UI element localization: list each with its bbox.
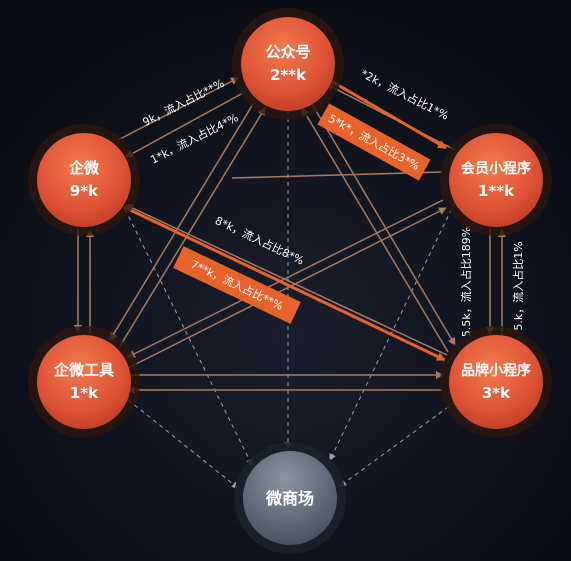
node-qw: 企微 9*k bbox=[28, 124, 140, 236]
dashed-links bbox=[117, 110, 456, 489]
highlight-links bbox=[123, 76, 447, 362]
edge-label-hy-pp: 5.5k，流入占比189% bbox=[459, 227, 473, 337]
node-value: 1**k bbox=[478, 182, 515, 200]
arrow-gzh-pp bbox=[311, 103, 456, 346]
node-circle bbox=[37, 335, 131, 429]
edge-label-pp-hy: 5.k，流入占比1% bbox=[511, 241, 525, 330]
node-qwgj: 企微工具 1*k bbox=[28, 326, 140, 438]
node-wsc: 微商场 bbox=[234, 442, 346, 554]
node-pp: 品牌小程序 3*k bbox=[440, 326, 552, 438]
arrow-pp-gzh bbox=[301, 107, 449, 353]
node-name: 会员小程序 bbox=[461, 160, 531, 177]
node-value: 2**k bbox=[270, 66, 307, 84]
node-name: 企微工具 bbox=[53, 361, 114, 379]
dashed-link-qwgj-wsc bbox=[121, 394, 239, 489]
arrow-qw-gzh bbox=[117, 77, 239, 141]
node-hy: 会员小程序 1**k bbox=[440, 124, 552, 236]
arrow-gzh-hy-highlight bbox=[325, 76, 447, 150]
arrow-gzh-qw bbox=[125, 92, 244, 158]
arrow-qwgj-gzh bbox=[119, 107, 266, 347]
node-name: 微商场 bbox=[265, 489, 314, 508]
node-value: 9*k bbox=[70, 182, 99, 200]
arrow-qw-pp-highlight bbox=[123, 205, 446, 362]
label-box-bg bbox=[317, 103, 431, 181]
node-circle bbox=[449, 335, 543, 429]
node-name: 公众号 bbox=[265, 43, 310, 61]
node-circle bbox=[241, 17, 335, 111]
node-gzh: 公众号 2**k bbox=[232, 8, 344, 120]
node-value: 3*k bbox=[482, 384, 511, 402]
arrow-gzh-qwgj bbox=[109, 103, 254, 341]
dashed-link-qw-wsc bbox=[117, 194, 253, 466]
node-circle bbox=[449, 133, 543, 227]
arrow-links bbox=[74, 77, 506, 394]
node-name: 品牌小程序 bbox=[461, 362, 531, 379]
label-box-bg bbox=[173, 246, 301, 324]
node-circle bbox=[243, 451, 337, 545]
node-value: 1*k bbox=[70, 384, 99, 402]
arrow-qwgj-hy bbox=[127, 207, 447, 369]
node-name: 企微 bbox=[68, 159, 100, 177]
arrow-hy-qwgj bbox=[127, 199, 444, 358]
arrow-pp-qw bbox=[125, 204, 448, 356]
node-circle bbox=[37, 133, 131, 227]
